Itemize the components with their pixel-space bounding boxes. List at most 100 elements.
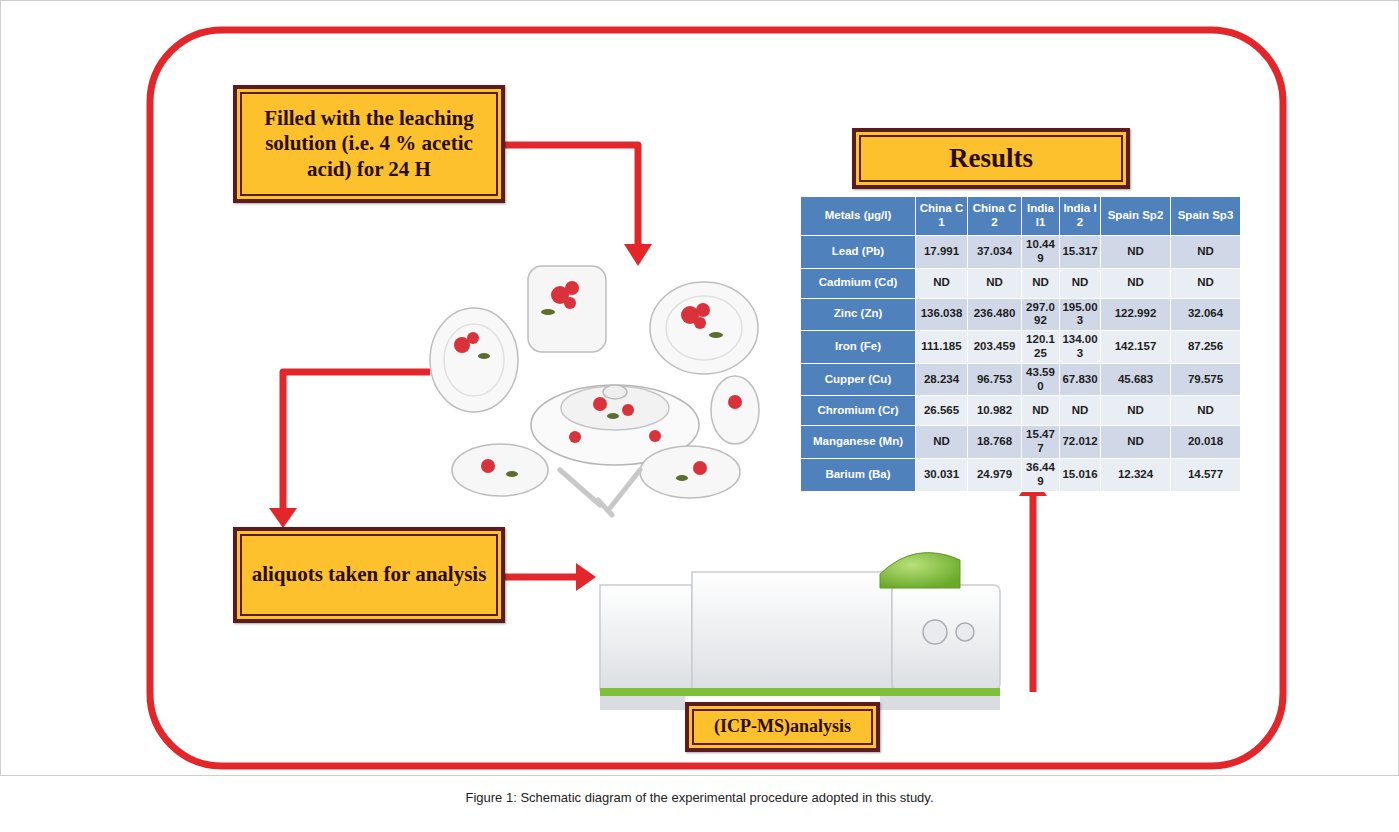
table-header-cell: China C1 [916,197,968,236]
box-content: Filled with the leaching solution (i.e. … [251,106,487,183]
table-cell: ND [1101,426,1171,459]
table-cell: 20.018 [1171,426,1241,459]
table-cell: ND [1101,396,1171,426]
art-shape [528,266,606,352]
art-shape [506,471,518,477]
table-cell: ND [916,268,968,298]
dinnerware-illustration [430,266,759,515]
art-shape [481,459,495,473]
art-shape [694,317,706,329]
art-shape [696,303,710,317]
figure-border [1,1,1399,776]
table-row-header: Lead (Pb) [801,236,916,269]
table-row-header: Chromium (Cr) [801,396,916,426]
figure-caption: Figure 1: Schematic diagram of the exper… [0,790,1399,805]
instrument-label-box: (ICP-MS)analysis [685,702,880,752]
art-shape [593,397,607,411]
table-header-cell: India I1 [1022,197,1060,236]
table-cell: 96.753 [968,363,1022,396]
table-cell: 30.031 [916,458,968,491]
step-box: Filled with the leaching solution (i.e. … [233,85,505,203]
frame [150,30,1283,766]
art-shape [880,696,1000,710]
table-cell: 14.577 [1171,458,1241,491]
art-shape [565,281,579,295]
art-shape [478,309,723,481]
table-cell: 203.459 [968,331,1022,364]
table-cell: ND [1171,236,1241,269]
table-cell: 37.034 [968,236,1022,269]
box-text: Filled with the leaching solution (i.e. … [251,106,487,183]
art-shape [1030,494,1037,692]
art-shape [650,282,758,374]
table-cell: 28.234 [916,363,968,396]
table-cell: ND [1101,236,1171,269]
art-shape [454,281,742,475]
art-shape [269,508,297,528]
art-shape [622,404,634,416]
table-header-cell: Metals (µg/l) [801,197,916,236]
results-table-grid: Metals (µg/l)China C1China C2India I1Ind… [800,196,1241,492]
table-cell: ND [916,426,968,459]
table-cell: 17.991 [916,236,968,269]
results-heading-box: Results [852,128,1130,189]
table-cell: 79.575 [1171,363,1241,396]
art-shape [541,309,555,315]
table-cell: 136.038 [916,298,968,331]
table-row-header: Zinc (Zn) [801,298,916,331]
table-cell: 43.590 [1022,363,1060,396]
art-shape [892,585,1000,690]
art-shape [444,324,504,396]
art-shape [923,620,947,644]
art-shape [692,572,892,690]
art-shape [478,353,490,359]
table-cell: 26.565 [916,396,968,426]
table-cell: ND [968,268,1022,298]
art-shape [467,332,479,344]
art-shape [880,553,960,588]
box-text: Results [949,142,1033,175]
table-cell: 10.449 [1022,236,1060,269]
table-cell: ND [1060,396,1101,426]
table-cell: ND [1171,396,1241,426]
table-cell: 236.480 [968,298,1022,331]
box-text: (ICP-MS)analysis [714,716,851,738]
table-row-header: Cupper (Cu) [801,363,916,396]
art-shape [430,308,518,412]
results-table: Metals (µg/l)China C1China C2India I1Ind… [800,196,1241,492]
table-row-header: Barium (Ba) [801,458,916,491]
table-cell: ND [1022,396,1060,426]
art-shape [576,563,596,591]
art-shape [666,296,742,360]
table-cell: 12.324 [1101,458,1171,491]
table-header-cell: Spain Sp2 [1101,197,1171,236]
art-shape [693,461,707,475]
table-cell: 72.012 [1060,426,1101,459]
box-content: Results [949,142,1033,175]
art-shape [283,372,430,510]
art-shape [505,145,638,246]
art-shape [569,431,581,443]
art-shape [600,696,685,710]
art-shape [709,332,723,338]
art-shape [600,585,692,690]
art-shape [561,386,669,430]
table-header-cell: China C2 [968,197,1022,236]
icp-ms-instrument [600,553,1000,710]
art-shape [607,413,619,419]
table-cell: 15.477 [1022,426,1060,459]
table-cell: 10.982 [968,396,1022,426]
art-shape [956,623,974,641]
art-shape [624,244,652,266]
table-cell: 45.683 [1101,363,1171,396]
art-shape [603,385,627,399]
table-cell: ND [1022,268,1060,298]
table-cell: 195.003 [1060,298,1101,331]
table-cell: ND [1060,268,1101,298]
art-shape [600,688,1000,696]
box-content: (ICP-MS)analysis [714,716,851,738]
art-shape [560,470,640,515]
table-cell: 120.125 [1022,331,1060,364]
table-header-cell: Spain Sp3 [1171,197,1241,236]
art-shape [649,430,661,442]
